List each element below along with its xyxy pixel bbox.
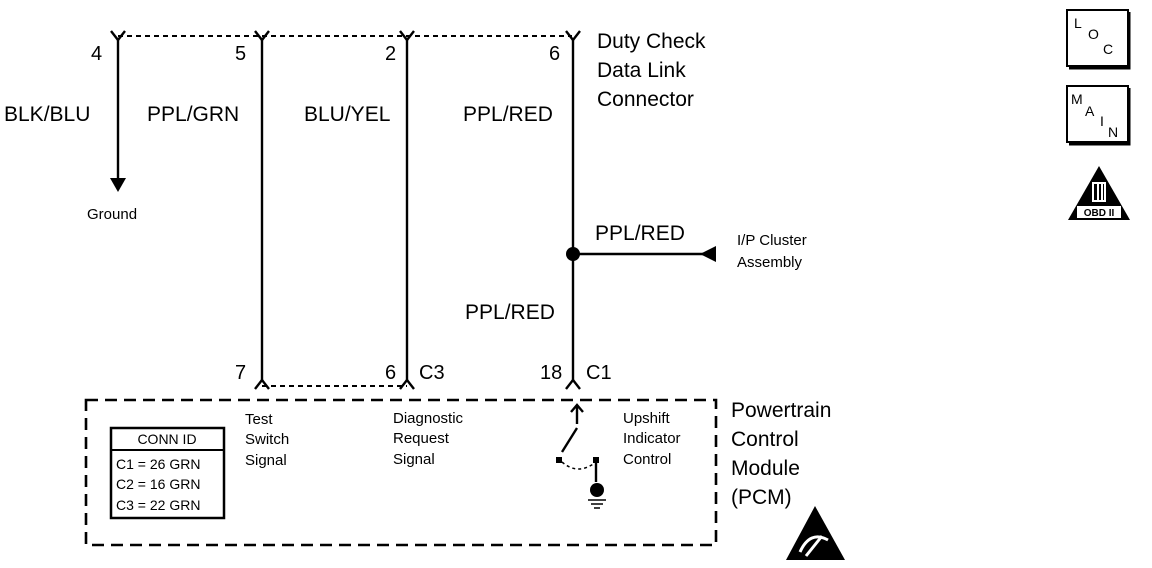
switch-arm: [560, 427, 579, 453]
main-letter-a: A: [1085, 103, 1095, 119]
pcm-terminal-18: [565, 378, 581, 390]
signal-test-line3: Signal: [245, 452, 287, 469]
connector-name-line3: Connector: [597, 88, 694, 111]
wire-label-ppl-grn: PPL/GRN: [147, 103, 239, 126]
main-letter-n: N: [1108, 124, 1118, 140]
loc-letter-c: C: [1103, 41, 1113, 57]
signal-upshift-line3: Control: [623, 451, 671, 468]
pcm-connector-c1: C1: [586, 362, 612, 384]
signal-diag-line1: Diagnostic: [393, 410, 464, 427]
conn-id-title: CONN ID: [137, 431, 196, 447]
pcm-name-line1: Powertrain: [731, 399, 831, 422]
signal-test-line1: Test: [245, 411, 273, 428]
pcm-name-line2: Control: [731, 428, 799, 451]
wire-label-ppl-red-top: PPL/RED: [463, 103, 553, 126]
loc-nav-button[interactable]: L O C: [1066, 9, 1131, 70]
wire-label-blu-yel: BLU/YEL: [304, 103, 390, 126]
pcm-terminal-6: [399, 378, 415, 390]
main-letter-m: M: [1071, 91, 1083, 107]
pcm-name-line4: (PCM): [731, 486, 792, 509]
esd-warning-icon: [786, 506, 845, 560]
pcm-name-line3: Module: [731, 457, 800, 480]
pin-6: 6: [549, 43, 560, 65]
wire-label-ppl-red-bottom: PPL/RED: [465, 301, 555, 324]
conn-id-row-c2: C2 = 16 GRN: [116, 476, 200, 492]
terminal-6: [565, 30, 581, 42]
pin-4: 4: [91, 43, 102, 65]
pcm-connector-c3: C3: [419, 362, 445, 384]
ground-symbol-lines: [588, 499, 606, 509]
signal-test-line2: Switch: [245, 431, 289, 448]
connector-name-line2: Data Link: [597, 59, 686, 82]
connector-name-line1: Duty Check: [597, 30, 706, 53]
conn-id-table: CONN ID C1 = 26 GRN C2 = 16 GRN C3 = 22 …: [109, 426, 226, 520]
wire-label-blk-blu: BLK/BLU: [4, 103, 90, 126]
pcm-box: [84, 398, 718, 547]
pcm-pin-7: 7: [235, 362, 246, 384]
main-nav-button[interactable]: M A I N: [1066, 85, 1131, 146]
switch-contact-right: [593, 457, 599, 463]
obd-ii-label: OBD II: [1084, 208, 1115, 219]
loc-letter-o: O: [1088, 26, 1099, 42]
ground-label: Ground: [87, 206, 137, 223]
main-letter-i: I: [1100, 113, 1104, 129]
upshift-arrow: [570, 403, 584, 424]
ip-cluster-arrow: [700, 246, 716, 262]
ground-symbol-body: [590, 483, 604, 497]
signal-upshift-line2: Indicator: [623, 430, 681, 447]
ip-cluster-line2: Assembly: [737, 254, 803, 271]
switch-contact-left: [556, 457, 562, 463]
conn-id-row-c1: C1 = 26 GRN: [116, 456, 200, 472]
signal-diag-line3: Signal: [393, 451, 435, 468]
pcm-terminal-7: [254, 378, 270, 390]
pin-5: 5: [235, 43, 246, 65]
obd-ii-nav-button[interactable]: OBD II: [1068, 166, 1130, 220]
ground-arrow: [110, 178, 126, 192]
signal-upshift-line1: Upshift: [623, 410, 671, 427]
loc-letter-l: L: [1074, 15, 1082, 31]
pcm-pin-6: 6: [385, 362, 396, 384]
ip-cluster-line1: I/P Cluster: [737, 232, 807, 249]
pin-2: 2: [385, 43, 396, 65]
wire-label-ppl-red-branch: PPL/RED: [595, 222, 685, 245]
conn-id-row-c3: C3 = 22 GRN: [116, 497, 200, 513]
switch-link: [561, 461, 597, 470]
signal-diag-line2: Request: [393, 430, 450, 447]
pcm-pin-18: 18: [540, 362, 562, 384]
